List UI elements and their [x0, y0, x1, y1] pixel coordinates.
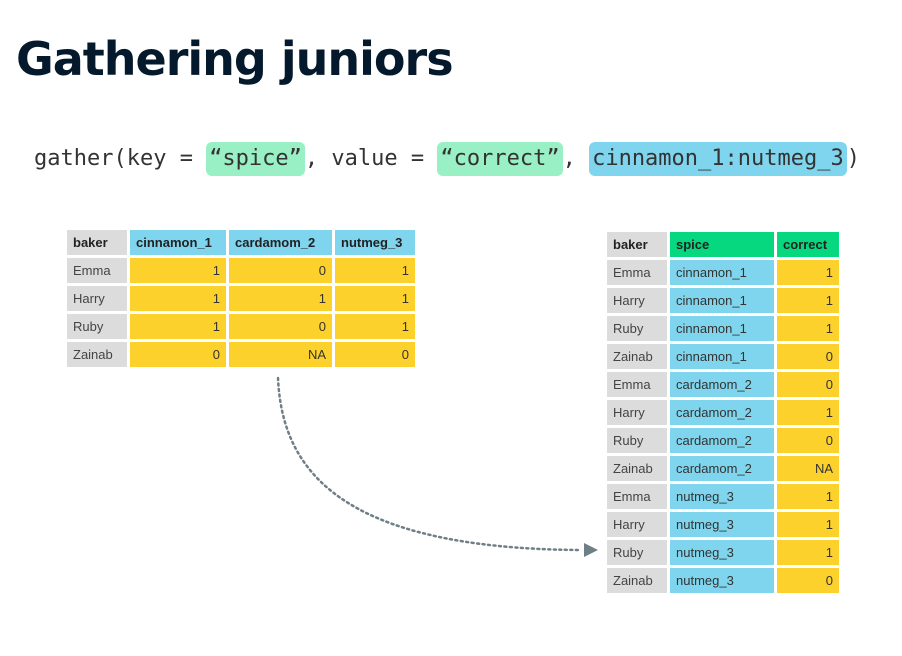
spice-cell: cinnamon_1: [670, 316, 774, 341]
spice-cell: cinnamon_1: [670, 288, 774, 313]
value-cell: 0: [229, 314, 332, 339]
value-cell: 1: [130, 258, 226, 283]
baker-cell: Emma: [607, 484, 667, 509]
correct-cell: 1: [777, 260, 839, 285]
correct-cell: 1: [777, 316, 839, 341]
baker-cell: Harry: [607, 512, 667, 537]
columns-argument: cinnamon_1:nutmeg_3: [589, 142, 847, 176]
wide-header-cardamom: cardamom_2: [229, 230, 332, 255]
key-argument: “spice”: [206, 142, 305, 176]
baker-cell: Zainab: [607, 344, 667, 369]
spice-cell: cinnamon_1: [670, 260, 774, 285]
wide-header-cinnamon: cinnamon_1: [130, 230, 226, 255]
value-cell: 1: [130, 314, 226, 339]
correct-cell: 1: [777, 288, 839, 313]
spice-cell: cinnamon_1: [670, 344, 774, 369]
arrow-head: [584, 543, 598, 557]
spice-cell: nutmeg_3: [670, 568, 774, 593]
spice-cell: nutmeg_3: [670, 512, 774, 537]
correct-cell: NA: [777, 456, 839, 481]
correct-cell: 1: [777, 484, 839, 509]
wide-table-header-row: baker cinnamon_1 cardamom_2 nutmeg_3: [67, 230, 415, 255]
spice-cell: cardamom_2: [670, 456, 774, 481]
baker-cell: Zainab: [67, 342, 127, 367]
value-cell: 1: [335, 258, 415, 283]
code-separator: ,: [562, 146, 590, 171]
correct-cell: 0: [777, 428, 839, 453]
wide-header-baker: baker: [67, 230, 127, 255]
baker-cell: Zainab: [607, 568, 667, 593]
baker-cell: Ruby: [607, 316, 667, 341]
long-header-correct: correct: [777, 232, 839, 257]
value-cell: 1: [335, 286, 415, 311]
spice-cell: cardamom_2: [670, 428, 774, 453]
baker-cell: Harry: [607, 288, 667, 313]
wide-table: baker cinnamon_1 cardamom_2 nutmeg_3 Emm…: [64, 227, 418, 370]
baker-cell: Ruby: [607, 540, 667, 565]
correct-cell: 1: [777, 400, 839, 425]
long-table-header-row: baker spice correct: [607, 232, 839, 257]
arrow-path: [276, 376, 580, 552]
value-cell: 1: [335, 314, 415, 339]
correct-cell: 0: [777, 372, 839, 397]
value-argument: “correct”: [437, 142, 563, 176]
correct-cell: 1: [777, 512, 839, 537]
baker-cell: Emma: [67, 258, 127, 283]
baker-cell: Ruby: [67, 314, 127, 339]
table-row: Emma 1 0 1: [67, 258, 415, 283]
spice-cell: nutmeg_3: [670, 540, 774, 565]
correct-cell: 0: [777, 344, 839, 369]
table-row: Harry 1 1 1: [67, 286, 415, 311]
code-suffix: ): [846, 146, 860, 171]
value-cell: 1: [130, 286, 226, 311]
correct-cell: 0: [777, 568, 839, 593]
long-header-spice: spice: [670, 232, 774, 257]
value-cell: 0: [335, 342, 415, 367]
baker-cell: Harry: [67, 286, 127, 311]
long-header-baker: baker: [607, 232, 667, 257]
value-cell: NA: [229, 342, 332, 367]
baker-cell: Zainab: [607, 456, 667, 481]
value-cell: 1: [229, 286, 332, 311]
baker-cell: Emma: [607, 372, 667, 397]
table-row: Zainab 0 NA 0: [67, 342, 415, 367]
spice-cell: cardamom_2: [670, 372, 774, 397]
correct-cell: 1: [777, 540, 839, 565]
spice-cell: nutmeg_3: [670, 484, 774, 509]
code-line: gather(key = “spice”, value = “correct”,…: [34, 142, 902, 176]
spice-cell: cardamom_2: [670, 400, 774, 425]
baker-cell: Harry: [607, 400, 667, 425]
baker-cell: Ruby: [607, 428, 667, 453]
value-cell: 0: [229, 258, 332, 283]
value-cell: 0: [130, 342, 226, 367]
baker-cell: Emma: [607, 260, 667, 285]
page-title: Gathering juniors: [16, 32, 454, 86]
code-prefix: gather(key =: [34, 146, 207, 171]
table-row: Ruby 1 0 1: [67, 314, 415, 339]
code-middle: , value =: [304, 146, 438, 171]
wide-header-nutmeg: nutmeg_3: [335, 230, 415, 255]
